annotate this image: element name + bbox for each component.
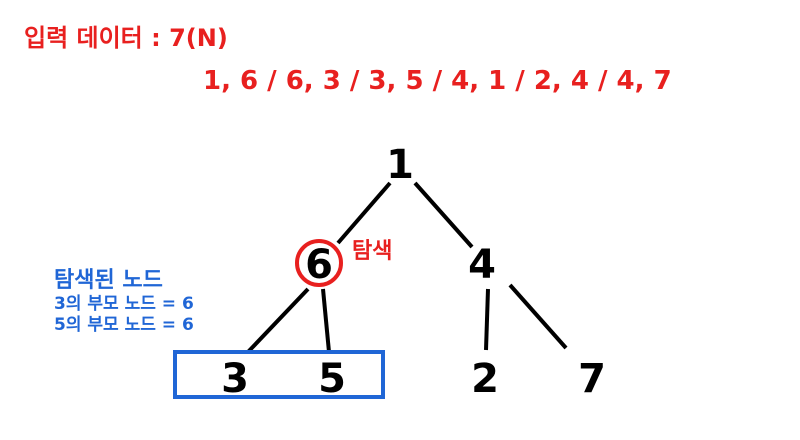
node-5: 5 [318,356,346,402]
input-data-title: 입력 데이터 : 7(N) [24,24,228,52]
visit-label: 탐색 [352,239,393,264]
node-6: 6 [305,242,333,288]
edge-list: 1, 6 / 6, 3 / 3, 5 / 4, 1 / 2, 4 / 4, 7 [203,66,672,96]
legend-line: 3의 부모 노드 = 6 [54,294,194,314]
edge-6-3 [246,287,310,354]
legend: 탐색된 노드 3의 부모 노드 = 6 5의 부모 노드 = 6 [54,262,194,336]
edge-4-2 [484,288,490,351]
visited-node-circle [295,239,343,287]
edge-1-4 [413,181,474,249]
node-7: 7 [578,356,606,402]
legend-line: 5의 부모 노드 = 6 [54,315,194,335]
discovered-nodes-box [173,350,385,399]
edge-6-5 [321,288,331,353]
legend-title: 탐색된 노드 [54,268,163,293]
node-1: 1 [386,142,414,188]
node-3: 3 [221,356,249,402]
edge-4-7 [508,283,568,350]
edge-1-6 [336,181,392,245]
node-4: 4 [468,242,496,288]
node-2: 2 [471,356,499,402]
